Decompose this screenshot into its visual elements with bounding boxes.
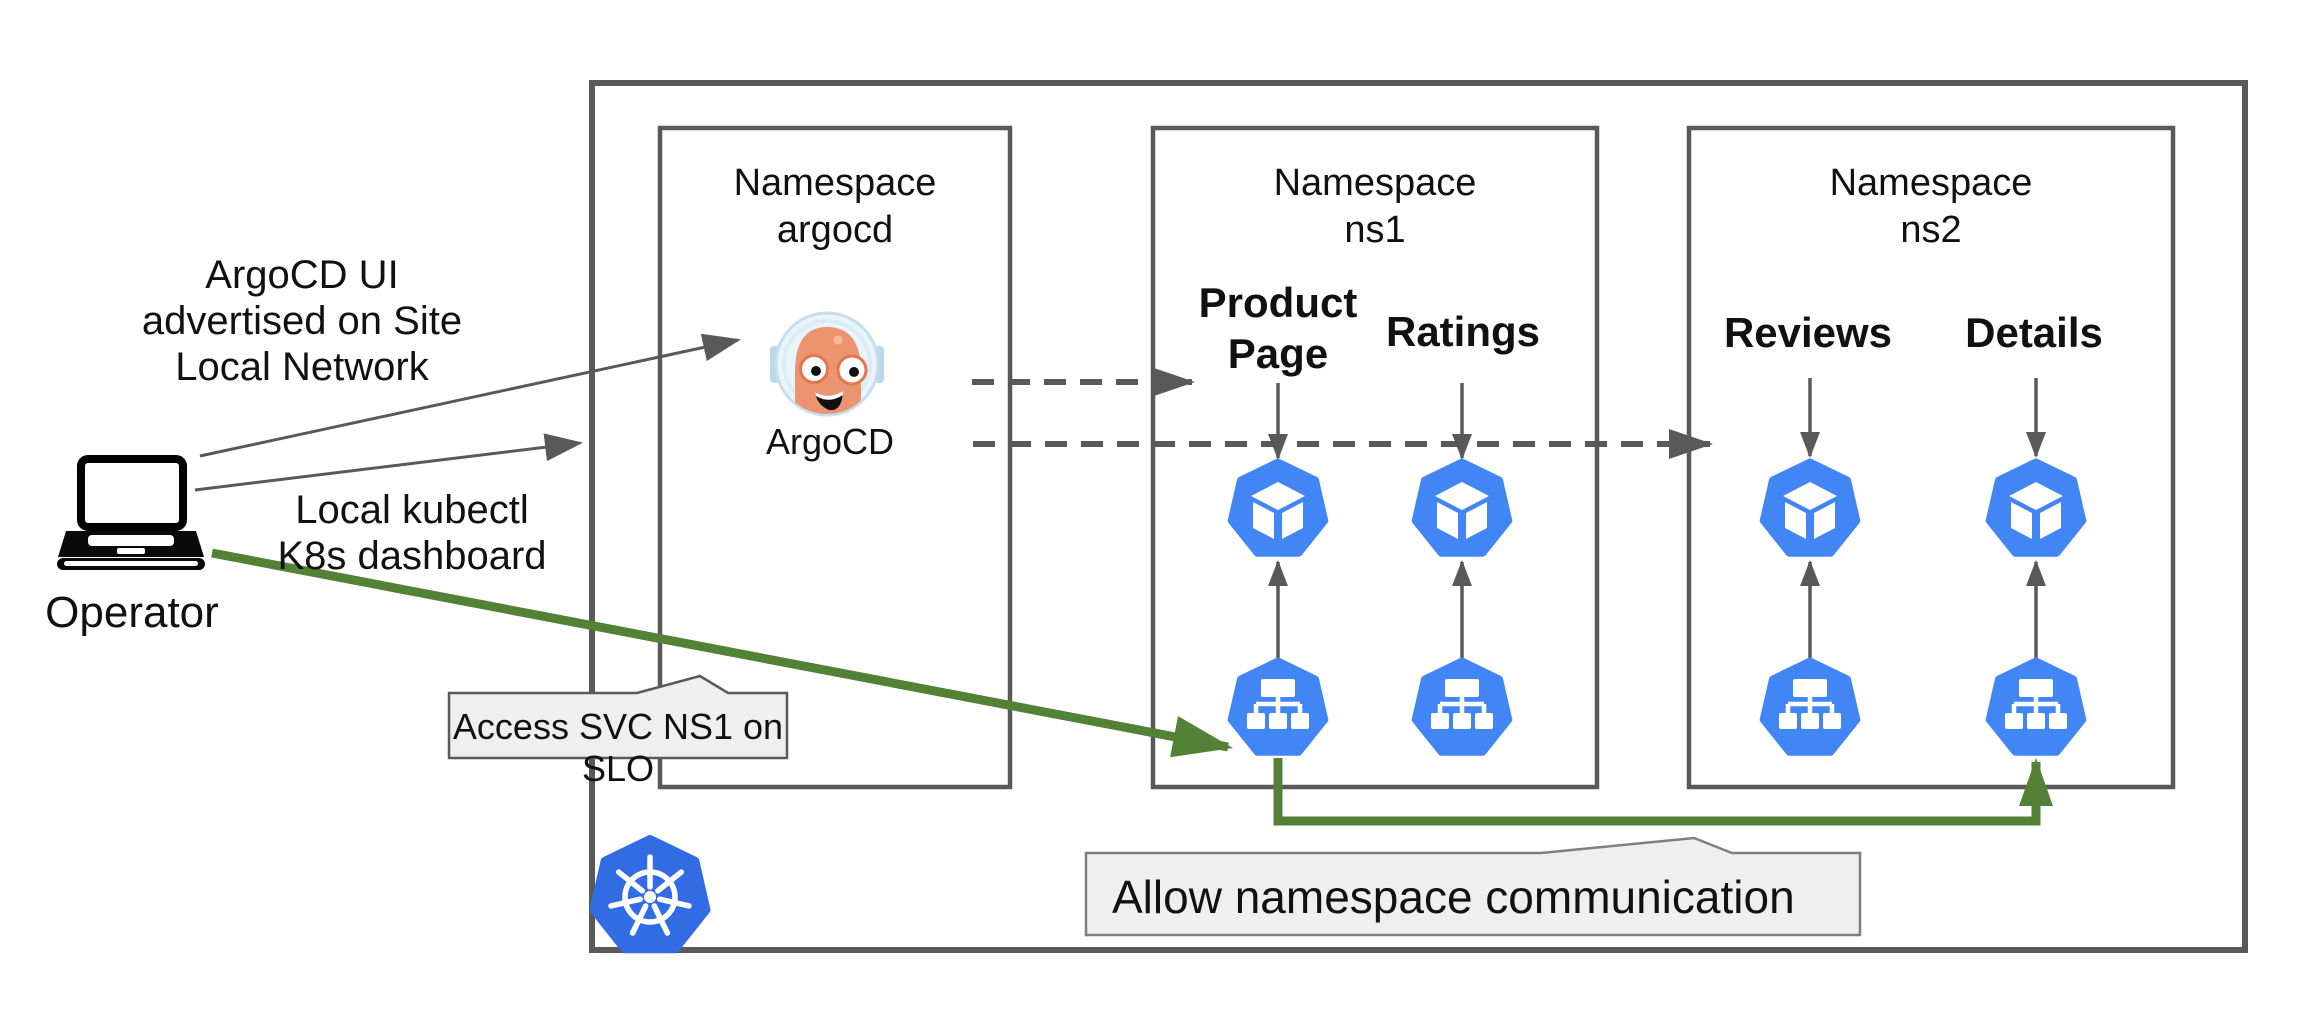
namespace-ns1-box <box>1150 125 1600 790</box>
kubernetes-logo-icon <box>594 839 707 949</box>
pod-icon-reviews <box>1763 462 1857 553</box>
callout-allow-ns <box>1084 836 1862 937</box>
arrow-argocd-ui <box>199 333 741 458</box>
namespace-argocd-title: Namespace argocd <box>733 162 937 251</box>
pod-icon-ratings <box>1415 462 1509 553</box>
argocd-mascot-icon <box>770 311 884 417</box>
arrow-kubectl <box>194 433 583 492</box>
service-to-pod-arrows <box>1268 560 2046 658</box>
service-label-details: Details <box>1965 309 2103 356</box>
operator-label: Operator <box>45 588 219 637</box>
pod-icon-product-page <box>1231 462 1325 553</box>
callout-allow-ns-text: Allow namespace communication <box>1112 871 1795 923</box>
label-to-pod-arrows <box>1268 378 2046 460</box>
namespace-ns2-title: Namespace ns2 <box>1829 162 2033 251</box>
argocd-app-label: ArgoCD <box>765 421 895 462</box>
laptop-icon <box>57 455 205 570</box>
service-icon-reviews <box>1763 661 1857 752</box>
callout-access-svc-text: Access SVC NS1 on SLO <box>452 706 784 789</box>
pod-icon-details <box>1989 462 2083 553</box>
argocd-ui-annotation: ArgoCD UI advertised on Site Local Netwo… <box>141 253 463 389</box>
service-icon-ratings <box>1415 661 1509 752</box>
kubectl-annotation: Local kubectl K8s dashboard <box>277 488 547 578</box>
arrow-access-svc-ns1 <box>211 548 1233 758</box>
service-icon-product-page <box>1231 661 1325 752</box>
service-label-product-page: Product Page <box>1198 279 1358 377</box>
service-icon-details <box>1989 661 2083 752</box>
callout-access-svc <box>447 674 789 760</box>
namespace-ns1-title: Namespace ns1 <box>1273 162 1477 251</box>
service-label-ratings: Ratings <box>1385 308 1540 355</box>
service-label-reviews: Reviews <box>1723 309 1893 356</box>
arrow-allow-namespace-communication <box>1273 758 2053 826</box>
namespace-argocd-box <box>657 125 1013 790</box>
cluster-box <box>589 80 2248 953</box>
